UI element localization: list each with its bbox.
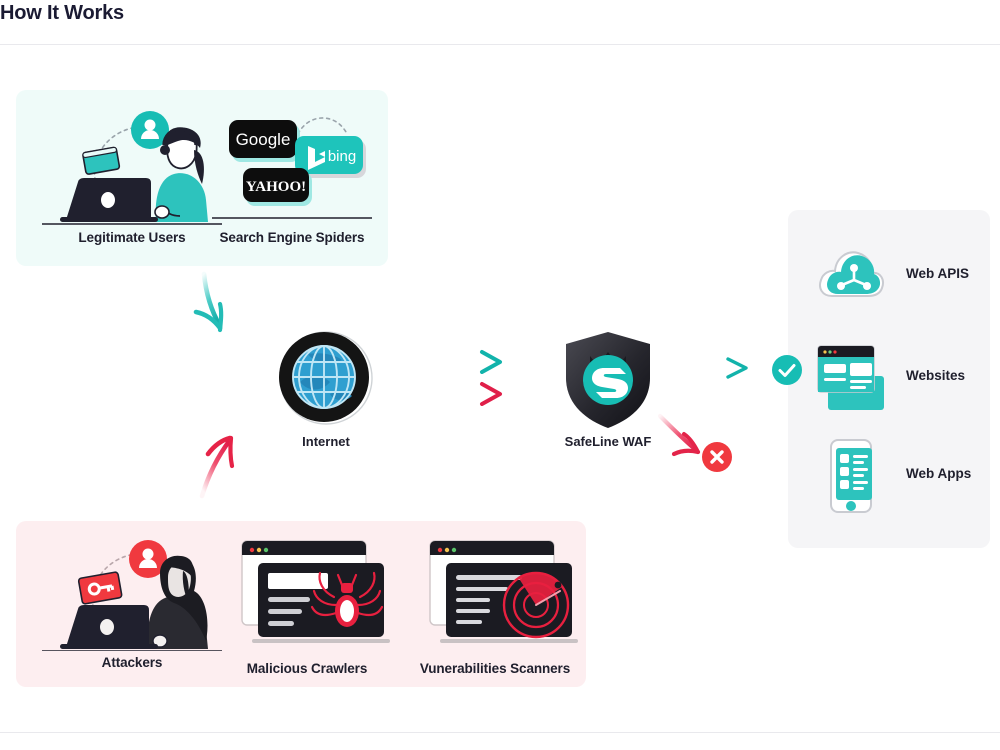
- curved-arrow-up-icon: [199, 435, 235, 499]
- node-label: Internet: [302, 434, 350, 449]
- malicious-crawlers-cell: Malicious Crawlers: [214, 535, 400, 685]
- asset-row: Web APIS: [788, 238, 990, 326]
- cell-label: Legitimate Users: [78, 230, 186, 245]
- asset-label: Websites: [906, 368, 966, 383]
- shield-logo-icon: [566, 332, 650, 428]
- hooded-attacker-at-laptop-icon: [42, 540, 222, 651]
- arrow-right-icon: [438, 350, 502, 374]
- threat-sources-panel: Attackers: [16, 521, 586, 687]
- x-circle-icon: [702, 442, 732, 472]
- cloud-api-icon: [819, 251, 884, 297]
- arrow-right-icon: [438, 382, 502, 406]
- arrow-right-icon: [680, 357, 748, 379]
- footer-divider: [0, 732, 1000, 733]
- attackers-cell: Attackers: [28, 529, 236, 679]
- page-title: How It Works: [0, 2, 124, 24]
- search-engine-spiders-cell: Google bing YAHOO! Search Engine Spiders: [204, 98, 380, 258]
- internet-node: Internet: [264, 330, 388, 460]
- asset-label: Web APIS: [906, 266, 970, 281]
- asset-row: Websites: [788, 340, 990, 428]
- legitimate-sources-panel: Legitimate Users Google bing YAHOO! Sear…: [16, 90, 388, 266]
- header-divider: [0, 44, 1000, 45]
- radar-scanner-browser-icon: [429, 540, 578, 643]
- globe-icon: [279, 331, 373, 425]
- asset-label: Web Apps: [906, 466, 972, 481]
- browser-window-icon: [817, 345, 884, 410]
- vulnerability-scanners-cell: Vunerabilities Scanners: [402, 535, 588, 685]
- svg-text:bing: bing: [328, 148, 356, 165]
- check-circle-icon: [772, 355, 802, 385]
- protected-assets-panel: Web APIS Websites: [788, 210, 990, 548]
- cell-label: Search Engine Spiders: [219, 230, 365, 245]
- asset-row: Web Apps: [788, 438, 990, 526]
- curved-arrow-down-right-icon: [657, 413, 701, 457]
- person-at-laptop-icon: [42, 111, 222, 225]
- node-label: SafeLine WAF: [564, 434, 652, 449]
- spider-browser-icon: [241, 540, 390, 643]
- curved-arrow-down-icon: [193, 271, 224, 333]
- svg-text:Google: Google: [236, 130, 291, 149]
- safeline-waf-node: SafeLine WAF: [552, 328, 664, 460]
- cell-label: Attackers: [101, 655, 163, 670]
- legitimate-users-cell: Legitimate Users: [28, 98, 236, 258]
- search-engine-badges-icon: Google bing YAHOO!: [212, 117, 372, 219]
- cell-label: Vunerabilities Scanners: [419, 661, 571, 676]
- cell-label: Malicious Crawlers: [246, 661, 368, 676]
- svg-text:YAHOO!: YAHOO!: [246, 179, 306, 195]
- mobile-phone-icon: [830, 439, 872, 513]
